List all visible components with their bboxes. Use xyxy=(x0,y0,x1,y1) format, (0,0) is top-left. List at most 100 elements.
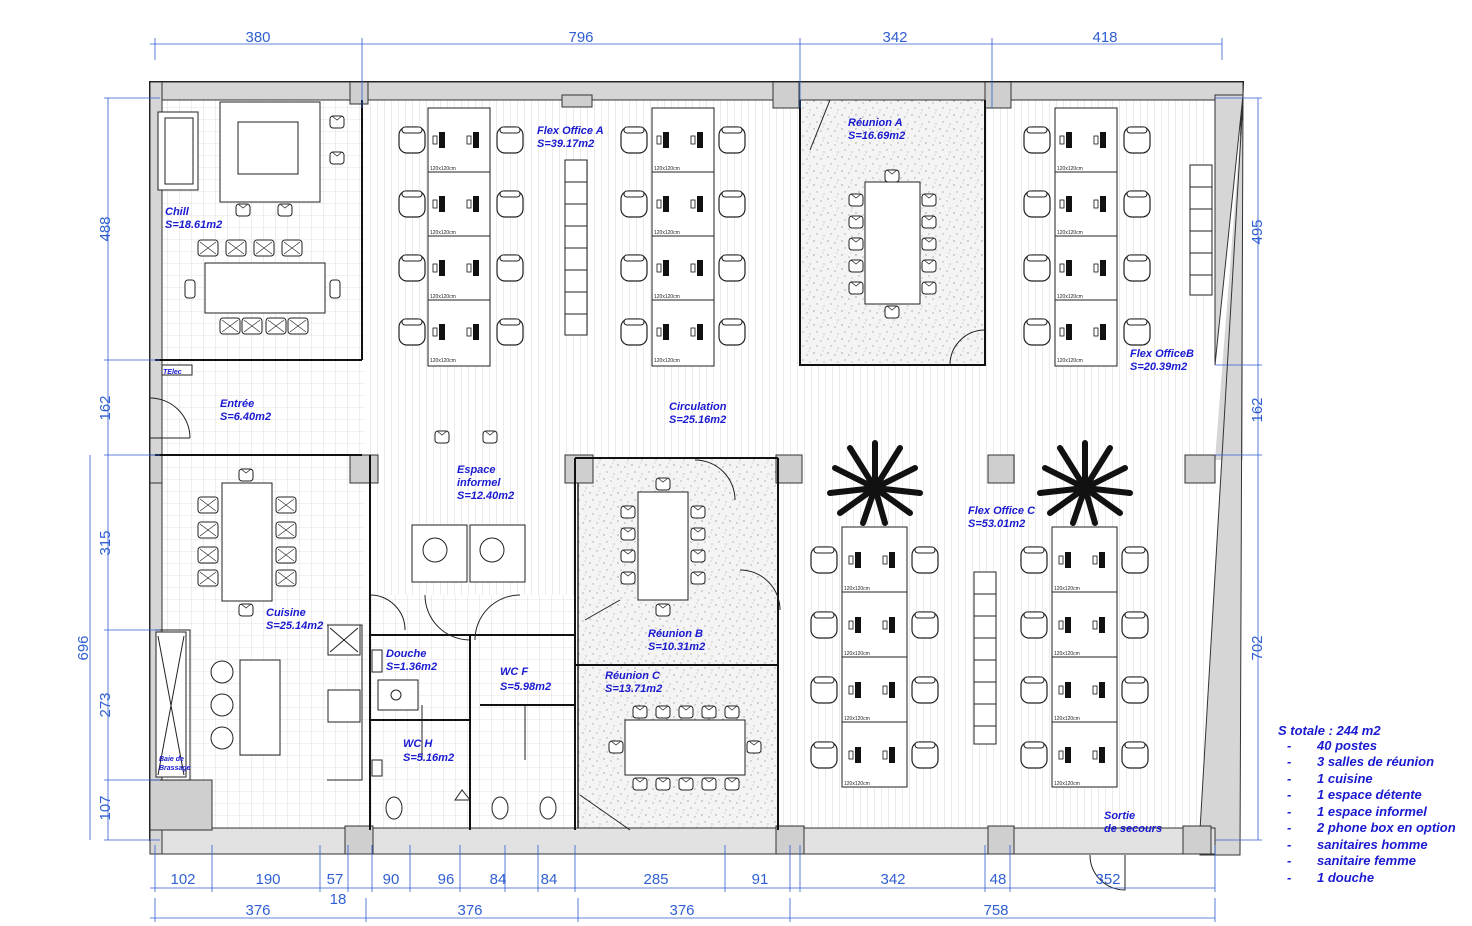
desk-size-label: 120x120cm xyxy=(1057,294,1083,300)
desk-size-label: 120x120cm xyxy=(1057,358,1083,364)
summary-item: 1 espace informel xyxy=(1317,804,1427,819)
desk-size-label: 120x120cm xyxy=(430,166,456,172)
room-espace-line2: informel xyxy=(457,477,501,489)
desk-size-label: 120x120cm xyxy=(1057,166,1083,172)
dim-bottom-12: 352 xyxy=(1095,871,1120,888)
room-entree-name: Entrée xyxy=(220,398,254,410)
dim-bottom-2: 190 xyxy=(255,871,280,888)
desk-size-label: 120x120cm xyxy=(654,166,680,172)
dim-bottom-3: 57 xyxy=(327,871,344,888)
room-espace-area: S=12.40m2 xyxy=(457,490,514,502)
room-sortie-line1: Sortie xyxy=(1104,810,1135,822)
room-sortie-line2: de secours xyxy=(1104,823,1162,835)
room-chill-area: S=18.61m2 xyxy=(165,219,222,231)
room-baie-line1: Baie de xyxy=(159,756,184,763)
summary-title: S totale : 244 m2 xyxy=(1278,723,1381,738)
desk-size-label: 120x120cm xyxy=(654,294,680,300)
summary-item: 3 salles de réunion xyxy=(1317,754,1434,769)
plant-icon xyxy=(1037,440,1133,526)
dim-bottom-1: 102 xyxy=(170,871,195,888)
dim-bottom-6: 84 xyxy=(490,871,507,888)
dim-left-4: 273 xyxy=(97,692,114,717)
dim-bottom-row2-1: 376 xyxy=(245,902,270,919)
dim-top-3: 342 xyxy=(882,29,907,46)
desk-size-label: 120x120cm xyxy=(654,358,680,364)
summary-item: sanitaires homme xyxy=(1317,837,1428,852)
room-circulation-name: Circulation xyxy=(669,401,727,413)
dim-bottom-row2-3: 376 xyxy=(669,902,694,919)
room-douche-name: Douche xyxy=(386,648,426,660)
summary-bullet: - xyxy=(1287,820,1291,835)
dim-bottom-extra: 18 xyxy=(330,891,347,908)
room-reunion-b-area: S=10.31m2 xyxy=(648,641,705,653)
desk-size-label: 120x120cm xyxy=(844,716,870,722)
room-flex-b-name: Flex OfficeB xyxy=(1130,348,1194,360)
room-wc-h-name: WC H xyxy=(403,738,433,750)
summary-item: 2 phone box en option xyxy=(1316,820,1456,835)
dim-bottom-10: 342 xyxy=(880,871,905,888)
dim-left-5: 107 xyxy=(97,795,114,820)
desk-size-label: 120x120cm xyxy=(430,294,456,300)
room-flex-a-name: Flex Office A xyxy=(537,125,604,137)
summary-list: - 40 postes - 3 salles de réunion - 1 cu… xyxy=(1287,738,1456,885)
summary-bullet: - xyxy=(1287,870,1291,885)
dim-bottom-9: 91 xyxy=(752,871,769,888)
room-cuisine-area: S=25.14m2 xyxy=(266,620,323,632)
room-espace-line1: Espace xyxy=(457,464,496,476)
desk-size-label: 120x120cm xyxy=(1054,651,1080,657)
room-flex-b-area: S=20.39m2 xyxy=(1130,361,1187,373)
dim-bottom-row2-2: 376 xyxy=(457,902,482,919)
desk-size-label: 120x120cm xyxy=(654,230,680,236)
room-entree-area: S=6.40m2 xyxy=(220,411,271,423)
dim-bottom-11: 48 xyxy=(990,871,1007,888)
summary-bullet: - xyxy=(1287,754,1291,769)
summary-item: sanitaire femme xyxy=(1317,853,1416,868)
summary-item: 40 postes xyxy=(1316,738,1377,753)
room-flex-c-name: Flex Office C xyxy=(968,505,1036,517)
desk-size-label: 120x120cm xyxy=(430,230,456,236)
summary-bullet: - xyxy=(1287,771,1291,786)
summary-bullet: - xyxy=(1287,804,1291,819)
room-wc-f-area: S=5.98m2 xyxy=(500,681,551,693)
desk-size-label: 120x120cm xyxy=(1054,716,1080,722)
room-reunion-a-area: S=16.69m2 xyxy=(848,130,905,142)
room-baie-line2: Brassage xyxy=(159,765,191,772)
dim-right-2: 162 xyxy=(1249,397,1266,422)
desk-size-label: 120x120cm xyxy=(1057,230,1083,236)
dim-left-2: 162 xyxy=(97,395,114,420)
desk-size-label: 120x120cm xyxy=(844,586,870,592)
summary-bullet: - xyxy=(1287,853,1291,868)
room-douche-area: S=1.36m2 xyxy=(386,661,437,673)
dim-bottom-7: 84 xyxy=(541,871,558,888)
plant-icon xyxy=(827,440,923,526)
dim-left-1: 488 xyxy=(97,216,114,241)
dim-left-3: 315 xyxy=(97,530,114,555)
room-cuisine-name: Cuisine xyxy=(266,607,306,619)
desk-size-label: 120x120cm xyxy=(844,651,870,657)
room-circulation-area: S=25.16m2 xyxy=(669,414,726,426)
summary-item: 1 douche xyxy=(1317,870,1374,885)
dim-top-1: 380 xyxy=(245,29,270,46)
dim-bottom-4: 90 xyxy=(383,871,400,888)
room-wc-h-area: S=5.16m2 xyxy=(403,752,454,764)
desk-size-label: 120x120cm xyxy=(1054,586,1080,592)
room-reunion-c-area: S=13.71m2 xyxy=(605,683,662,695)
dim-right-3: 702 xyxy=(1249,635,1266,660)
room-reunion-a-name: Réunion A xyxy=(848,117,903,129)
room-flex-a-area: S=39.17m2 xyxy=(537,138,594,150)
dimension-lines xyxy=(89,38,1262,922)
summary-item: 1 espace détente xyxy=(1317,787,1422,802)
dim-top-4: 418 xyxy=(1092,29,1117,46)
dim-bottom-row2-4: 758 xyxy=(983,902,1008,919)
dim-bottom-5: 96 xyxy=(438,871,455,888)
room-telec: TElec xyxy=(163,369,182,376)
desk-size-label: 120x120cm xyxy=(1054,781,1080,787)
summary-bullet: - xyxy=(1287,738,1291,753)
dim-top-2: 796 xyxy=(568,29,593,46)
summary-bullet: - xyxy=(1287,787,1291,802)
summary-item: 1 cuisine xyxy=(1317,771,1373,786)
room-chill-name: Chill xyxy=(165,206,190,218)
summary-bullet: - xyxy=(1287,837,1291,852)
dim-bottom-8: 285 xyxy=(643,871,668,888)
